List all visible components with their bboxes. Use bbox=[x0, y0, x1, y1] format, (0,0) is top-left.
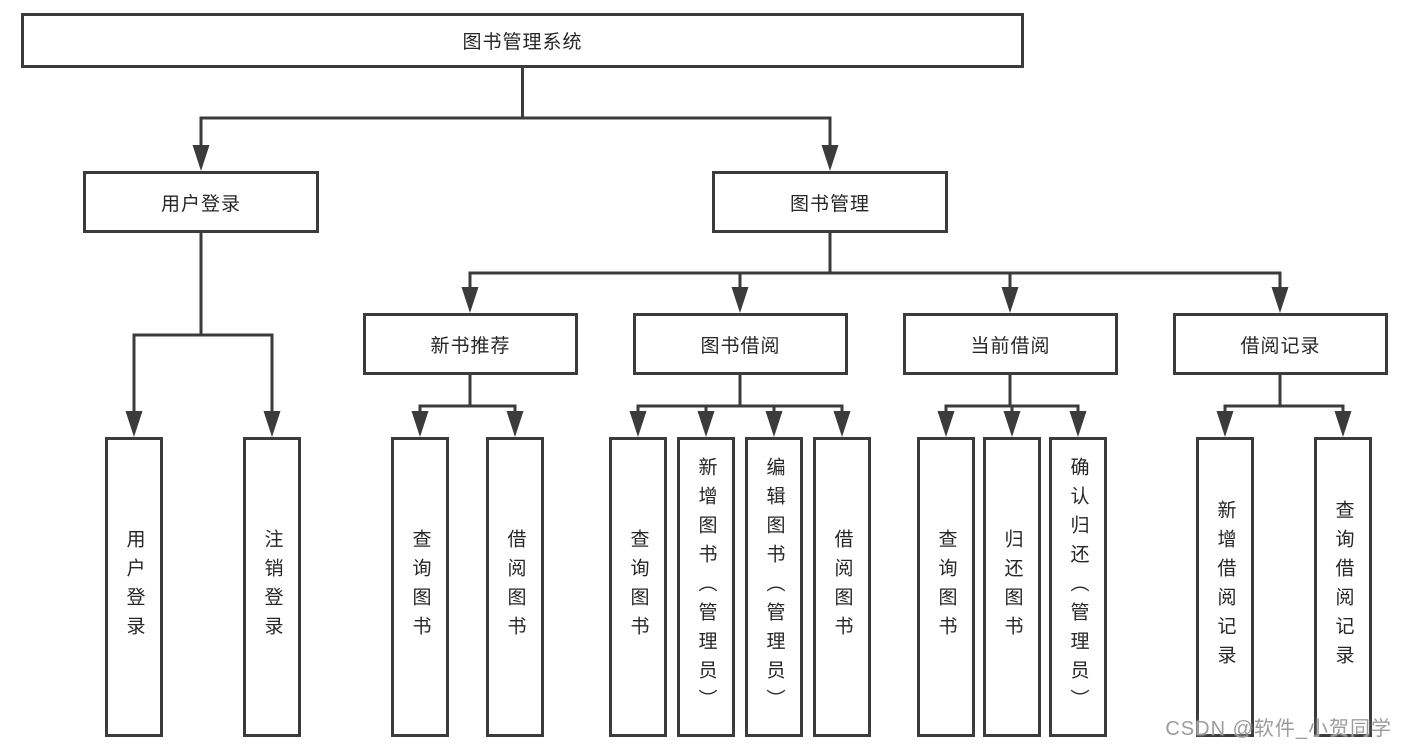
leaf-add-borrow-record-label: 新增借阅记录 bbox=[1214, 500, 1236, 674]
leaf-logout: 注销登录 bbox=[243, 437, 301, 737]
leaf-query-borrow-record: 查询借阅记录 bbox=[1314, 437, 1372, 737]
node-book-management: 图书管理 bbox=[712, 171, 948, 233]
leaf-return-books: 归还图书 bbox=[983, 437, 1041, 737]
node-library-system: 图书管理系统 bbox=[21, 13, 1024, 68]
leaf-confirm-return-admin: 确认归还（管理员） bbox=[1049, 437, 1107, 737]
leaf-return-books-label: 归还图书 bbox=[1001, 529, 1023, 645]
leaf-query-books-current: 查询图书 bbox=[917, 437, 975, 737]
node-user-login-label: 用户登录 bbox=[160, 193, 241, 215]
wire-records-split bbox=[1223, 373, 1345, 419]
node-book-management-label: 图书管理 bbox=[789, 193, 870, 215]
csdn-watermark: CSDN @软件_小贺同学 bbox=[1165, 718, 1392, 740]
node-user-login: 用户登录 bbox=[83, 171, 319, 233]
node-current-borrowing: 当前借阅 bbox=[903, 313, 1118, 375]
leaf-query-books-borrow-label: 查询图书 bbox=[627, 529, 649, 645]
leaf-borrow-books: 借阅图书 bbox=[813, 437, 871, 737]
leaf-edit-books-admin-label: 编辑图书（管理员） bbox=[763, 456, 785, 718]
leaf-borrow-books-recommend-label: 借阅图书 bbox=[504, 529, 526, 645]
leaf-add-books-admin: 新增图书（管理员） bbox=[677, 437, 735, 737]
leaf-confirm-return-admin-label: 确认归还（管理员） bbox=[1067, 456, 1089, 718]
leaf-edit-books-admin: 编辑图书（管理员） bbox=[745, 437, 803, 737]
leaf-query-books-recommend: 查询图书 bbox=[391, 437, 449, 737]
leaf-add-borrow-record: 新增借阅记录 bbox=[1196, 437, 1254, 737]
arrowheads bbox=[125, 145, 1352, 437]
leaf-logout-label: 注销登录 bbox=[261, 529, 283, 645]
leaf-borrow-books-label: 借阅图书 bbox=[831, 529, 853, 645]
wire-newbook-split bbox=[418, 373, 517, 419]
node-new-book-recommendation: 新书推荐 bbox=[363, 313, 578, 375]
leaf-user-login-label: 用户登录 bbox=[123, 529, 145, 645]
wire-login-split bbox=[132, 231, 274, 417]
wire-root-split bbox=[199, 66, 832, 152]
wire-current-split bbox=[944, 373, 1080, 419]
leaf-borrow-books-recommend: 借阅图书 bbox=[486, 437, 544, 737]
node-borrowing-records: 借阅记录 bbox=[1173, 313, 1388, 375]
node-book-borrowing-label: 图书借阅 bbox=[700, 335, 781, 357]
node-library-system-label: 图书管理系统 bbox=[462, 32, 583, 53]
wire-management-split bbox=[468, 231, 1282, 296]
node-new-book-recommendation-label: 新书推荐 bbox=[430, 335, 511, 357]
node-current-borrowing-label: 当前借阅 bbox=[970, 335, 1051, 357]
leaf-user-login: 用户登录 bbox=[105, 437, 163, 737]
wire-borrow-split bbox=[636, 373, 844, 419]
leaf-query-borrow-record-label: 查询借阅记录 bbox=[1332, 500, 1354, 674]
node-borrowing-records-label: 借阅记录 bbox=[1240, 335, 1321, 357]
leaf-add-books-admin-label: 新增图书（管理员） bbox=[695, 456, 717, 718]
leaf-query-books-current-label: 查询图书 bbox=[935, 529, 957, 645]
node-book-borrowing: 图书借阅 bbox=[633, 313, 848, 375]
leaf-query-books-borrow: 查询图书 bbox=[609, 437, 667, 737]
leaf-query-books-recommend-label: 查询图书 bbox=[409, 529, 431, 645]
